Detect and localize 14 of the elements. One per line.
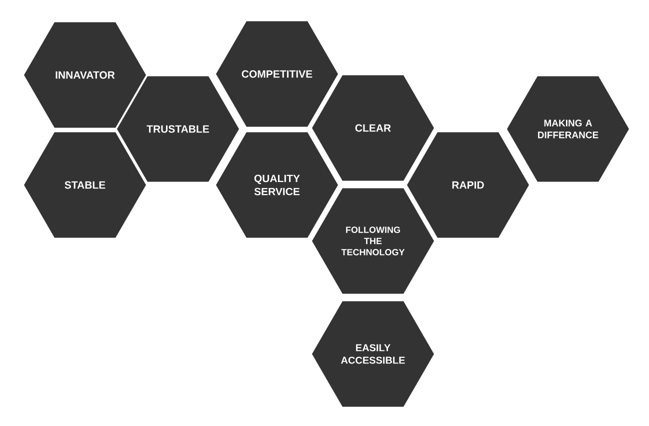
- hexagon: EASILY ACCESSIBLE: [312, 301, 434, 407]
- hexagon: FOLLOWING THE TECHNOLOGY: [312, 188, 434, 294]
- node-label: TRUSTABLE: [146, 125, 209, 133]
- hexagon: TRUSTABLE: [117, 76, 239, 182]
- node-label: QUALITY SERVICE: [254, 174, 300, 196]
- node-label: CLEAR: [355, 124, 391, 132]
- hexagon: CLEAR: [312, 75, 434, 181]
- hexagon: COMPETITIVE: [216, 21, 338, 127]
- hexagon: MAKING A DIFFERANCE: [507, 76, 629, 182]
- hexagon: RAPID: [407, 132, 529, 238]
- hexagon: STABLE: [24, 132, 146, 238]
- node-label: RAPID: [452, 181, 484, 189]
- hexagon: QUALITY SERVICE: [216, 132, 338, 238]
- hexagon: INNAVATOR: [24, 22, 146, 128]
